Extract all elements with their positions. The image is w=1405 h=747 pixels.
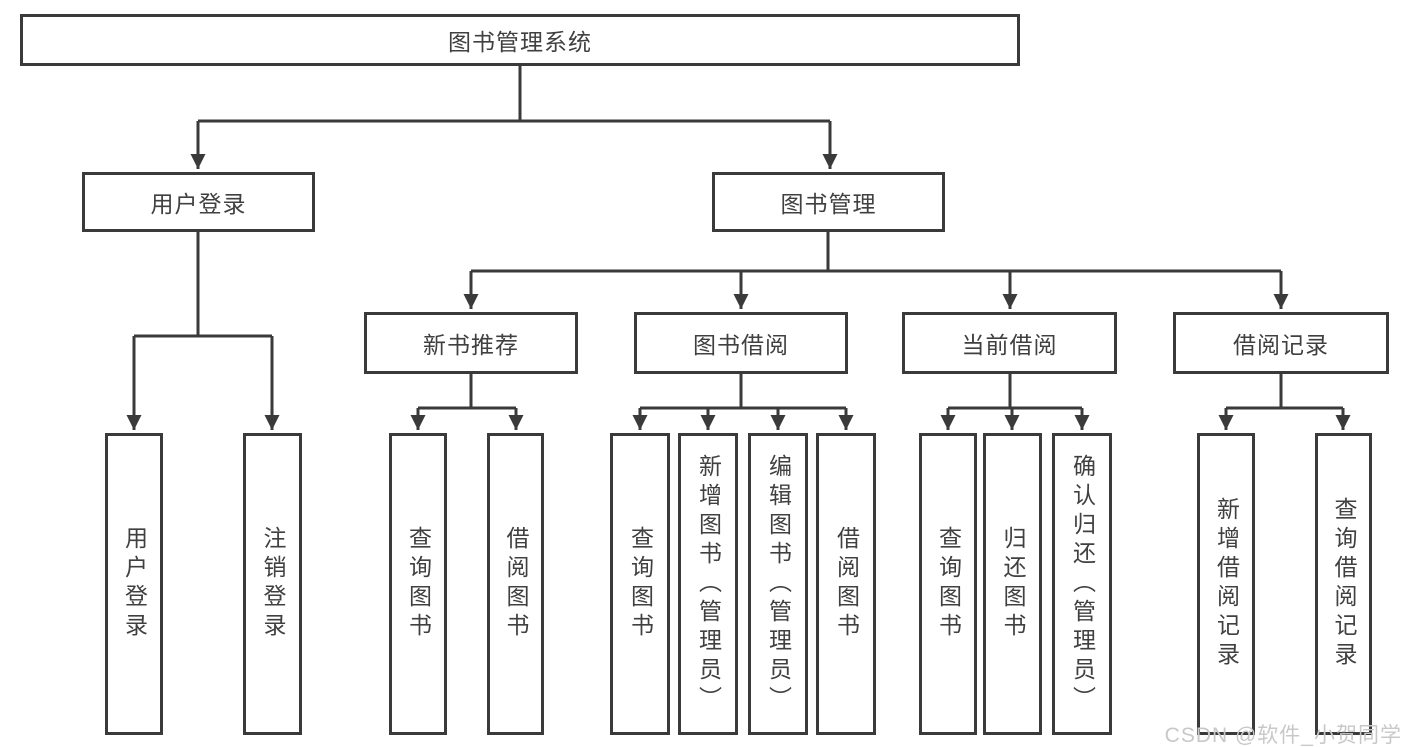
node-new-book-recommend: 新书推荐	[364, 312, 578, 374]
leaf-label: 新增借阅记录	[1213, 497, 1240, 671]
leaf-add-books-admin: 新增图书（管理员）	[678, 433, 738, 735]
leaf-label: 查询图书	[405, 526, 432, 642]
leaf-label: 用户登录	[121, 526, 148, 642]
node-label: 图书管理	[780, 191, 877, 217]
leaf-borrow-query-books: 查询图书	[610, 433, 670, 735]
node-borrow-records: 借阅记录	[1173, 312, 1389, 374]
node-book-management: 图书管理	[712, 172, 945, 232]
leaf-label: 借阅图书	[833, 526, 860, 642]
node-label: 借阅记录	[1233, 332, 1329, 358]
leaf-label: 查询借阅记录	[1331, 497, 1357, 671]
node-label: 图书借阅	[693, 332, 789, 358]
node-root-system: 图书管理系统	[20, 14, 1020, 66]
leaf-add-borrow-record: 新增借阅记录	[1197, 433, 1255, 735]
leaf-query-borrow-record: 查询借阅记录	[1315, 433, 1372, 735]
leaf-label: 新增图书（管理员）	[695, 453, 722, 715]
leaf-return-books: 归还图书	[983, 433, 1042, 735]
node-label: 图书管理系统	[448, 29, 592, 55]
leaf-recommend-query-books: 查询图书	[389, 433, 447, 735]
node-label: 用户登录	[150, 191, 247, 217]
leaf-label: 归还图书	[1000, 526, 1026, 642]
leaf-current-query-books: 查询图书	[919, 433, 977, 735]
node-current-borrow: 当前借阅	[902, 312, 1117, 374]
leaf-label: 编辑图书（管理员）	[765, 453, 792, 715]
leaf-label: 查询图书	[627, 526, 654, 642]
node-label: 新书推荐	[423, 332, 519, 358]
leaf-edit-books-admin: 编辑图书（管理员）	[748, 433, 808, 735]
node-user-login: 用户登录	[82, 172, 315, 232]
leaf-recommend-borrow-books: 借阅图书	[487, 433, 544, 735]
node-label: 当前借阅	[961, 332, 1058, 358]
node-book-borrow: 图书借阅	[634, 312, 848, 374]
leaf-borrow-books: 借阅图书	[816, 433, 876, 735]
leaf-label: 确认归还（管理员）	[1069, 453, 1096, 715]
leaf-label: 注销登录	[260, 526, 286, 642]
leaf-confirm-return-admin: 确认归还（管理员）	[1052, 433, 1112, 735]
leaf-label: 借阅图书	[503, 526, 529, 642]
leaf-logout: 注销登录	[243, 433, 302, 735]
csdn-watermark: CSDN @软件_小贺同学	[1164, 724, 1402, 747]
leaf-user-login: 用户登录	[105, 433, 163, 735]
arrow-connectors	[126, 66, 1351, 430]
leaf-label: 查询图书	[935, 526, 962, 642]
